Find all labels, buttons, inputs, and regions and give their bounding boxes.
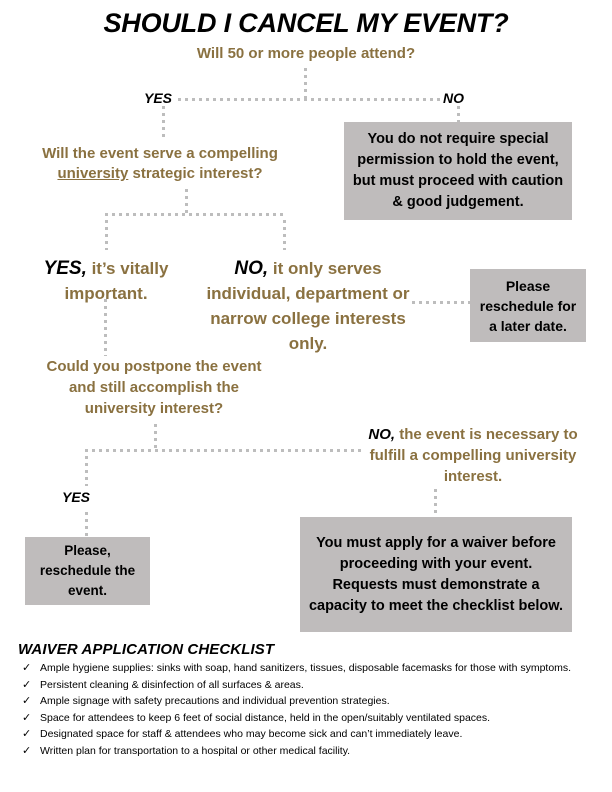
result-box-reschedule-later: Please reschedule for a later date. xyxy=(470,269,586,342)
checklist-item-label: Persistent cleaning & disinfection of al… xyxy=(40,678,304,691)
connector-q1-down xyxy=(304,68,307,99)
checklist-item: ✓ Space for attendees to keep 6 feet of … xyxy=(18,711,598,726)
connector-q2-yes-to-q3 xyxy=(104,299,107,356)
waiver-checklist: ✓ Ample hygiene supplies: sinks with soa… xyxy=(18,661,598,760)
checklist-item-label: Space for attendees to keep 6 feet of so… xyxy=(40,711,491,724)
connector-q3-no-to-box xyxy=(434,489,437,517)
checklist-item-label: Designated space for staff & attendees w… xyxy=(40,728,463,740)
result-box-no-permission-text: You do not require special permission to… xyxy=(352,131,564,210)
connector-q3-down xyxy=(154,424,157,450)
branch-q2-yes-rest: it’s vitally important. xyxy=(64,259,169,303)
result-box-waiver-text: You must apply for a waiver before proce… xyxy=(308,534,564,614)
connector-q3-split xyxy=(85,449,365,452)
branch-label-q1-yes: YES xyxy=(144,90,173,106)
check-icon: ✓ xyxy=(22,744,32,757)
branch-q3-no-keyword: NO, xyxy=(368,426,396,443)
branch-q2-no-rest: it only serves individual, department or… xyxy=(206,259,410,353)
connector-q2-split xyxy=(105,213,286,216)
connector-q1-yes-down xyxy=(162,106,165,138)
result-box-reschedule-later-text: Please reschedule for a later date. xyxy=(479,277,577,334)
page-title: SHOULD I CANCEL MY EVENT? xyxy=(103,8,509,38)
connector-q2-down xyxy=(185,189,188,214)
result-box-waiver: You must apply for a waiver before proce… xyxy=(300,517,572,632)
result-box-no-permission: You do not require special permission to… xyxy=(344,122,572,220)
checklist-item-label: Ample hygiene supplies: sinks with soap,… xyxy=(40,662,572,674)
checklist-item: ✓ Written plan for transportation to a h… xyxy=(18,744,598,759)
result-box-reschedule-event-text: Please, reschedule the event. xyxy=(39,543,136,598)
branch-label-q3-yes: YES xyxy=(62,489,91,505)
question-3: Could you postpone the event and still a… xyxy=(46,358,262,417)
checklist-item: ✓ Ample hygiene supplies: sinks with soa… xyxy=(18,661,598,676)
connector-q2-yes-down xyxy=(105,220,108,250)
question-2-line-2-rest: strategic interest? xyxy=(128,165,263,182)
branch-q2-yes: YES, it’s vitally important. xyxy=(8,256,204,306)
checklist-item: ✓ Ample signage with safety precautions … xyxy=(18,694,598,709)
check-icon: ✓ xyxy=(22,678,32,691)
checklist-item-label: Written plan for transportation to a hos… xyxy=(40,744,351,757)
branch-label-q1-no: NO xyxy=(443,90,464,106)
connector-q1-split xyxy=(178,98,440,101)
branch-q3-no: NO, the event is necessary to fulfill a … xyxy=(356,424,590,487)
connector-q3-yes-down xyxy=(85,456,88,486)
question-1: Will 50 or more people attend? xyxy=(196,45,416,62)
branch-q2-no-keyword: NO, xyxy=(234,258,269,279)
checklist-item: ✓ Persistent cleaning & disinfection of … xyxy=(18,678,598,693)
question-2-line-1: Will the event serve a compelling xyxy=(42,145,278,162)
check-icon: ✓ xyxy=(22,711,32,724)
connector-q1-no-down xyxy=(457,106,460,122)
connector-q2-no-to-box xyxy=(412,301,470,304)
question-2-underlined-word: university xyxy=(57,165,129,182)
check-icon: ✓ xyxy=(22,662,32,674)
connector-q3-yes-to-box xyxy=(85,512,88,537)
result-box-reschedule-event: Please, reschedule the event. xyxy=(25,537,150,605)
checklist-heading: WAIVER APPLICATION CHECKLIST xyxy=(18,641,275,658)
checklist-item: ✓ Designated space for staff & attendees… xyxy=(18,727,598,742)
check-icon: ✓ xyxy=(22,695,32,707)
branch-q2-no: NO, it only serves individual, departmen… xyxy=(200,256,416,356)
branch-q2-yes-keyword: YES, xyxy=(43,258,87,279)
check-icon: ✓ xyxy=(22,728,32,740)
checklist-item-label: Ample signage with safety precautions an… xyxy=(40,695,390,707)
connector-q2-no-down xyxy=(283,220,286,250)
branch-q3-no-rest: the event is necessary to fulfill a comp… xyxy=(369,426,578,485)
question-2: Will the event serve a compelling univer… xyxy=(14,144,306,184)
